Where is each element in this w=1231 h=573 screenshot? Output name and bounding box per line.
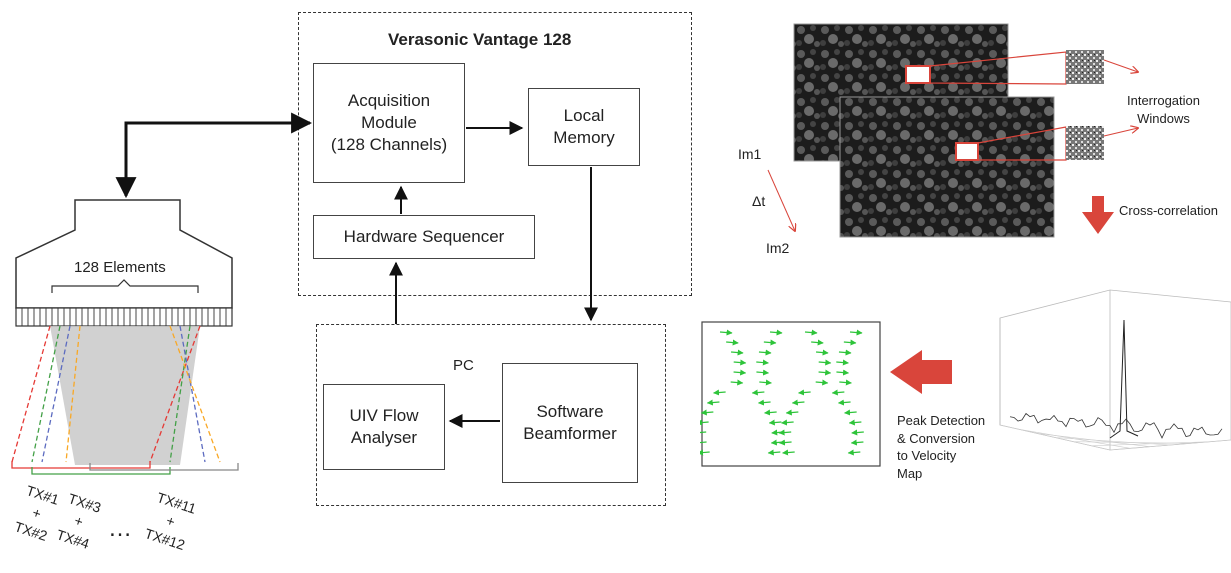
elements-label: 128 Elements: [74, 259, 166, 276]
im1-label: Im1: [738, 146, 762, 162]
dt-label: Δt: [752, 193, 766, 209]
velocity-vector: [730, 379, 744, 386]
velocity-vector: [719, 329, 733, 336]
imaging-field: [50, 326, 200, 465]
software-beamformer-box: Software Beamformer: [502, 363, 638, 483]
velocity-vector: [700, 439, 707, 446]
correlation-surface: [999, 289, 1231, 451]
velocity-vector: [811, 339, 824, 346]
correlation-peak: [1109, 319, 1139, 439]
velocity-vector: [843, 339, 857, 346]
velocity-vector: [778, 439, 792, 446]
velocity-vector: [756, 369, 770, 376]
acquisition-module-box: Acquisition Module (128 Channels): [313, 63, 465, 183]
beam-line: [169, 325, 221, 463]
velocity-vector: [764, 409, 777, 416]
velocity-vector: [730, 349, 744, 356]
tx-ellipsis: …: [108, 515, 132, 542]
hardware-sequencer-box: Hardware Sequencer: [313, 215, 535, 259]
surface-grid-line: [1091, 441, 1211, 447]
velocity-vector: [850, 439, 864, 446]
surface-grid-line: [1109, 439, 1231, 451]
velocity-vector: [758, 349, 772, 356]
pc-container: [316, 324, 666, 506]
zoom-window-im2: [1066, 126, 1104, 160]
velocity-vector: [700, 449, 710, 456]
surface-noise-line: [1009, 412, 1223, 439]
velocity-vector: [700, 431, 707, 434]
velocity-vector: [713, 389, 726, 396]
velocity-vector: [839, 379, 852, 386]
velocity-vector: [782, 449, 795, 456]
velocity-vector: [804, 329, 818, 336]
probe-acquisition-link: [115, 112, 313, 199]
peak-detection-label: Peak Detection & Conversion to Velocity …: [897, 413, 986, 481]
velocity-vector: [768, 419, 782, 426]
beam-line: [41, 325, 71, 463]
velocity-vector: [759, 379, 772, 386]
velocity-vector: [706, 399, 720, 406]
vantage-title: Verasonic Vantage 128: [388, 30, 572, 49]
tx-bracket: [89, 463, 239, 471]
beam-line: [169, 325, 191, 463]
velocity-vector: [767, 449, 781, 456]
beam-line: [65, 325, 81, 463]
tx-bracket: [11, 461, 151, 469]
velocity-vector: [831, 389, 845, 396]
velocity-vector: [836, 369, 850, 376]
im2-label: Im2: [766, 240, 790, 256]
image-2: [839, 96, 1055, 238]
pc-title: PC: [453, 357, 474, 374]
velocity-vector: [756, 359, 769, 366]
velocity-vector: [838, 349, 852, 356]
velocity-vector: [848, 419, 862, 426]
velocity-vector: [847, 449, 861, 456]
beam-line: [31, 325, 61, 463]
cross-correlation-arrow: [1082, 196, 1114, 234]
velocity-vector: [815, 379, 829, 386]
velocity-vector: [700, 409, 714, 416]
local-memory-box: Local Memory: [528, 88, 640, 166]
piv-illustration: [700, 23, 1231, 467]
velocity-vector: [733, 369, 747, 376]
uiv-flow-analyser-box: UIV Flow Analyser: [323, 384, 445, 470]
window-im1: [905, 65, 931, 84]
velocity-vector: [815, 349, 829, 356]
zoom-window-im1: [1066, 50, 1104, 84]
velocity-vector: [726, 339, 739, 346]
velocity-vector: [791, 399, 805, 406]
velocity-vector: [798, 389, 811, 396]
velocity-vector: [781, 419, 794, 426]
velocity-vector: [763, 339, 777, 346]
beam-line: [179, 325, 206, 463]
velocity-vector: [836, 359, 849, 366]
velocity-map: [701, 321, 881, 467]
transducer-probe: [11, 199, 239, 475]
velocity-vector: [700, 419, 709, 426]
zoom-arrow-im2: [1103, 128, 1138, 137]
dt-arrow: [767, 169, 795, 231]
velocity-vector: [751, 389, 765, 396]
elements-brace: [51, 279, 199, 293]
interrogation-label: Interrogation Windows: [1127, 93, 1200, 126]
velocity-vector: [818, 359, 832, 366]
connector-arrows: [115, 112, 598, 428]
velocity-vector: [837, 399, 851, 406]
velocity-vector: [778, 429, 792, 436]
velocity-vector: [757, 399, 771, 406]
beam-line: [149, 325, 201, 463]
cross-correlation-label: Cross-correlation: [1119, 203, 1218, 218]
velocity-vector: [818, 369, 832, 376]
velocity-vector: [733, 359, 747, 366]
velocity-vector: [851, 429, 864, 436]
velocity-vector: [849, 329, 863, 336]
window-im2: [955, 142, 979, 161]
velocity-vector: [844, 409, 857, 416]
velocity-vector: [785, 409, 799, 416]
velocity-vector: [769, 329, 783, 336]
conversion-arrow: [890, 350, 952, 394]
zoom-arrow-im1: [1103, 59, 1138, 72]
